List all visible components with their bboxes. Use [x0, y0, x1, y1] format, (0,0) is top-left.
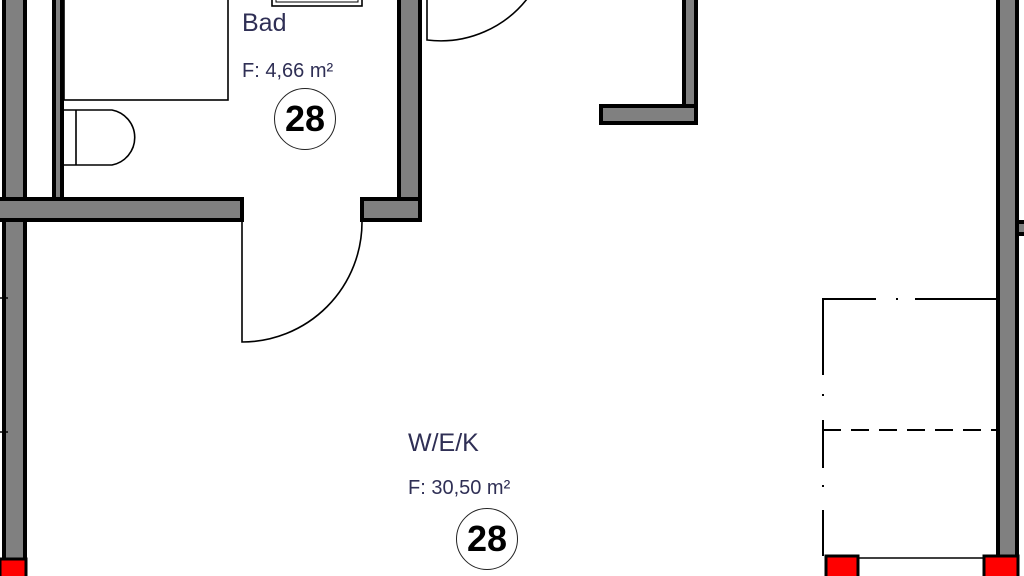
column	[824, 554, 860, 576]
room-number-badge: 28	[456, 508, 518, 570]
inner-thin-wall	[52, 0, 64, 202]
column	[982, 554, 1020, 576]
bath-door	[241, 220, 363, 343]
right-outer-wall	[996, 0, 1019, 576]
left-outer-wall	[2, 0, 27, 576]
bath-bottom-wall	[0, 197, 244, 222]
room-area-wek: F: 30,50 m²	[408, 477, 511, 499]
upper-door	[426, 0, 528, 42]
l-wall-horizontal	[599, 104, 698, 125]
room-number-badge: 28	[274, 88, 336, 150]
room-name-bad: Bad	[242, 9, 287, 37]
column	[0, 557, 28, 576]
room-name-wek: W/E/K	[408, 429, 479, 457]
toilet	[64, 109, 136, 166]
room-area-bad: F: 4,66 m²	[242, 60, 334, 82]
washbasin	[271, 0, 363, 7]
bath-right-wall	[397, 0, 422, 222]
shower-tray	[63, 0, 229, 101]
kitchen-outline	[822, 298, 996, 556]
bath-wall-stub	[360, 197, 422, 222]
